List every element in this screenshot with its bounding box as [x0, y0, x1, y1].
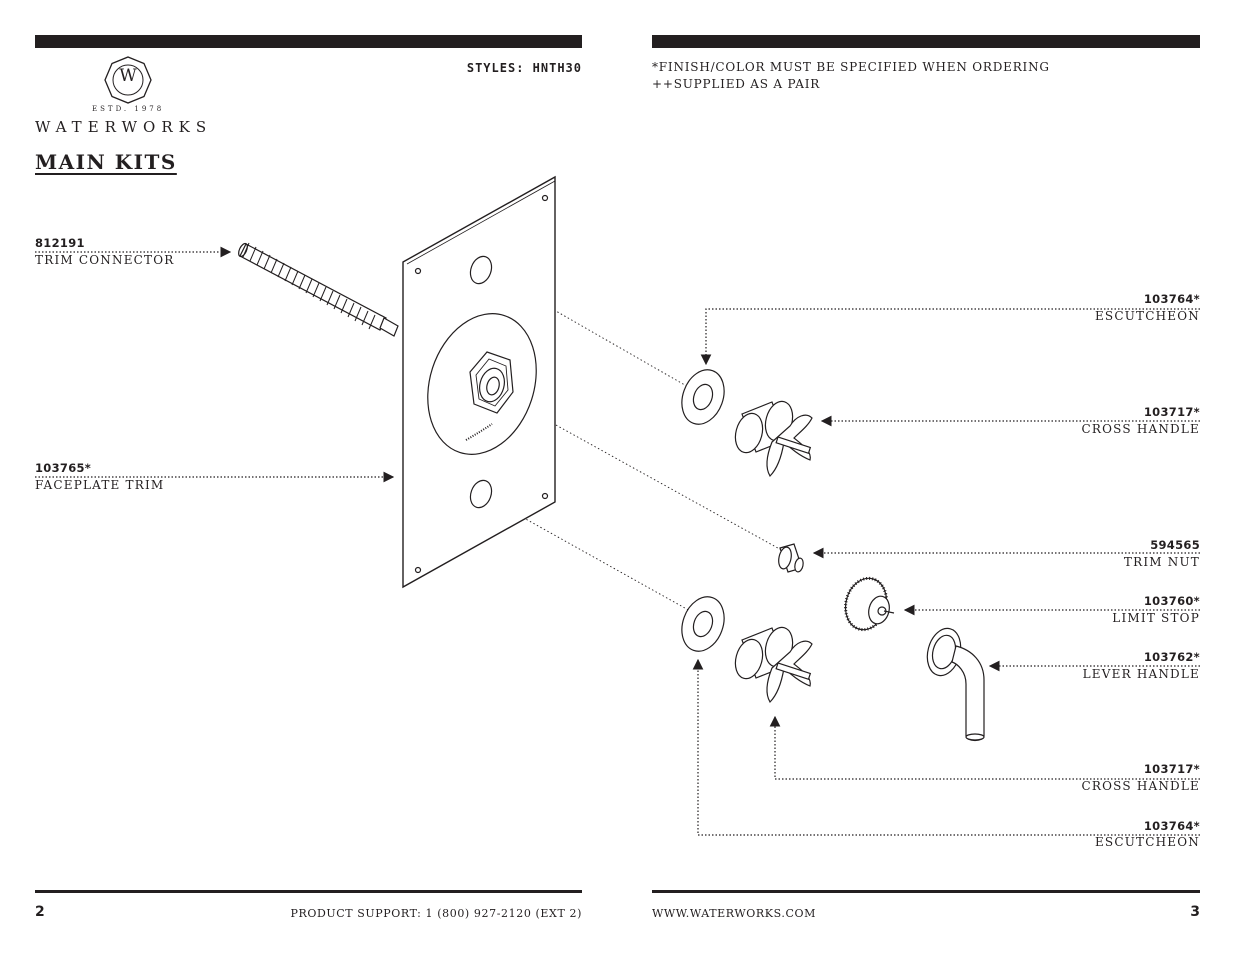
product-support: PRODUCT SUPPORT: 1 (800) 927-2120 (EXT 2… [290, 907, 582, 920]
part-number-escutcheon-top: 103764* [1143, 292, 1200, 306]
part-name-faceplate: FACEPLATE TRIM [35, 478, 165, 492]
website-link[interactable]: WWW.WATERWORKS.COM [652, 907, 816, 920]
escutcheon-top-drawing [681, 369, 725, 425]
part-name-trim-connector: TRIM CONNECTOR [35, 253, 175, 267]
leader-escutcheon-bottom [692, 658, 1200, 836]
lever-handle-drawing [926, 627, 985, 742]
page-number-left: 2 [35, 904, 45, 920]
logo-brand: WATERWORKS [35, 118, 213, 136]
cross-handle-top-drawing [734, 400, 813, 477]
part-number-limit-stop: 103760* [1143, 594, 1200, 608]
logo-monogram: W [119, 66, 137, 86]
top-rule-right [652, 35, 1200, 48]
page-number-right: 3 [1190, 904, 1200, 920]
part-name-cross-handle-top: CROSS HANDLE [1081, 422, 1200, 436]
note-finish: *FINISH/COLOR MUST BE SPECIFIED WHEN ORD… [652, 60, 1050, 74]
part-number-trim-nut: 594565 [1150, 538, 1200, 552]
part-name-cross-handle-bottom: CROSS HANDLE [1081, 779, 1200, 793]
leader-cross-handle-bottom [769, 715, 1200, 780]
faceplate-drawing [402, 175, 556, 589]
part-name-trim-nut: TRIM NUT [1123, 555, 1200, 569]
part-number-lever-handle: 103762* [1143, 650, 1200, 664]
waterworks-logo-icon [104, 56, 152, 104]
trim-connector-drawing [238, 242, 399, 337]
part-number-escutcheon-bottom: 103764* [1143, 819, 1200, 833]
part-name-limit-stop: LIMIT STOP [1112, 611, 1200, 625]
logo-estd: ESTD. 1978 [92, 105, 165, 113]
footer-rule-right [652, 890, 1200, 893]
part-name-escutcheon-top: ESCUTCHEON [1094, 309, 1200, 323]
part-number-trim-connector: 812191 [35, 236, 85, 250]
top-rule-left [35, 35, 582, 48]
trim-nut-drawing [778, 543, 804, 573]
part-number-cross-handle-bottom: 103717* [1143, 762, 1200, 776]
styles-label: STYLES: HNTH30 [466, 61, 582, 75]
footer-rule-left [35, 890, 582, 893]
escutcheon-bottom-drawing [681, 596, 725, 652]
part-name-escutcheon-bottom: ESCUTCHEON [1094, 835, 1200, 849]
part-name-lever-handle: LEVER HANDLE [1082, 667, 1200, 681]
part-number-faceplate: 103765* [35, 461, 92, 475]
part-number-cross-handle-top: 103717* [1143, 405, 1200, 419]
note-pair: ++SUPPLIED AS A PAIR [652, 77, 821, 91]
section-title: MAIN KITS [35, 150, 177, 174]
cross-handle-bottom-drawing [734, 626, 813, 703]
leader-escutcheon-top [700, 308, 1200, 366]
limit-stop-drawing [844, 576, 895, 632]
